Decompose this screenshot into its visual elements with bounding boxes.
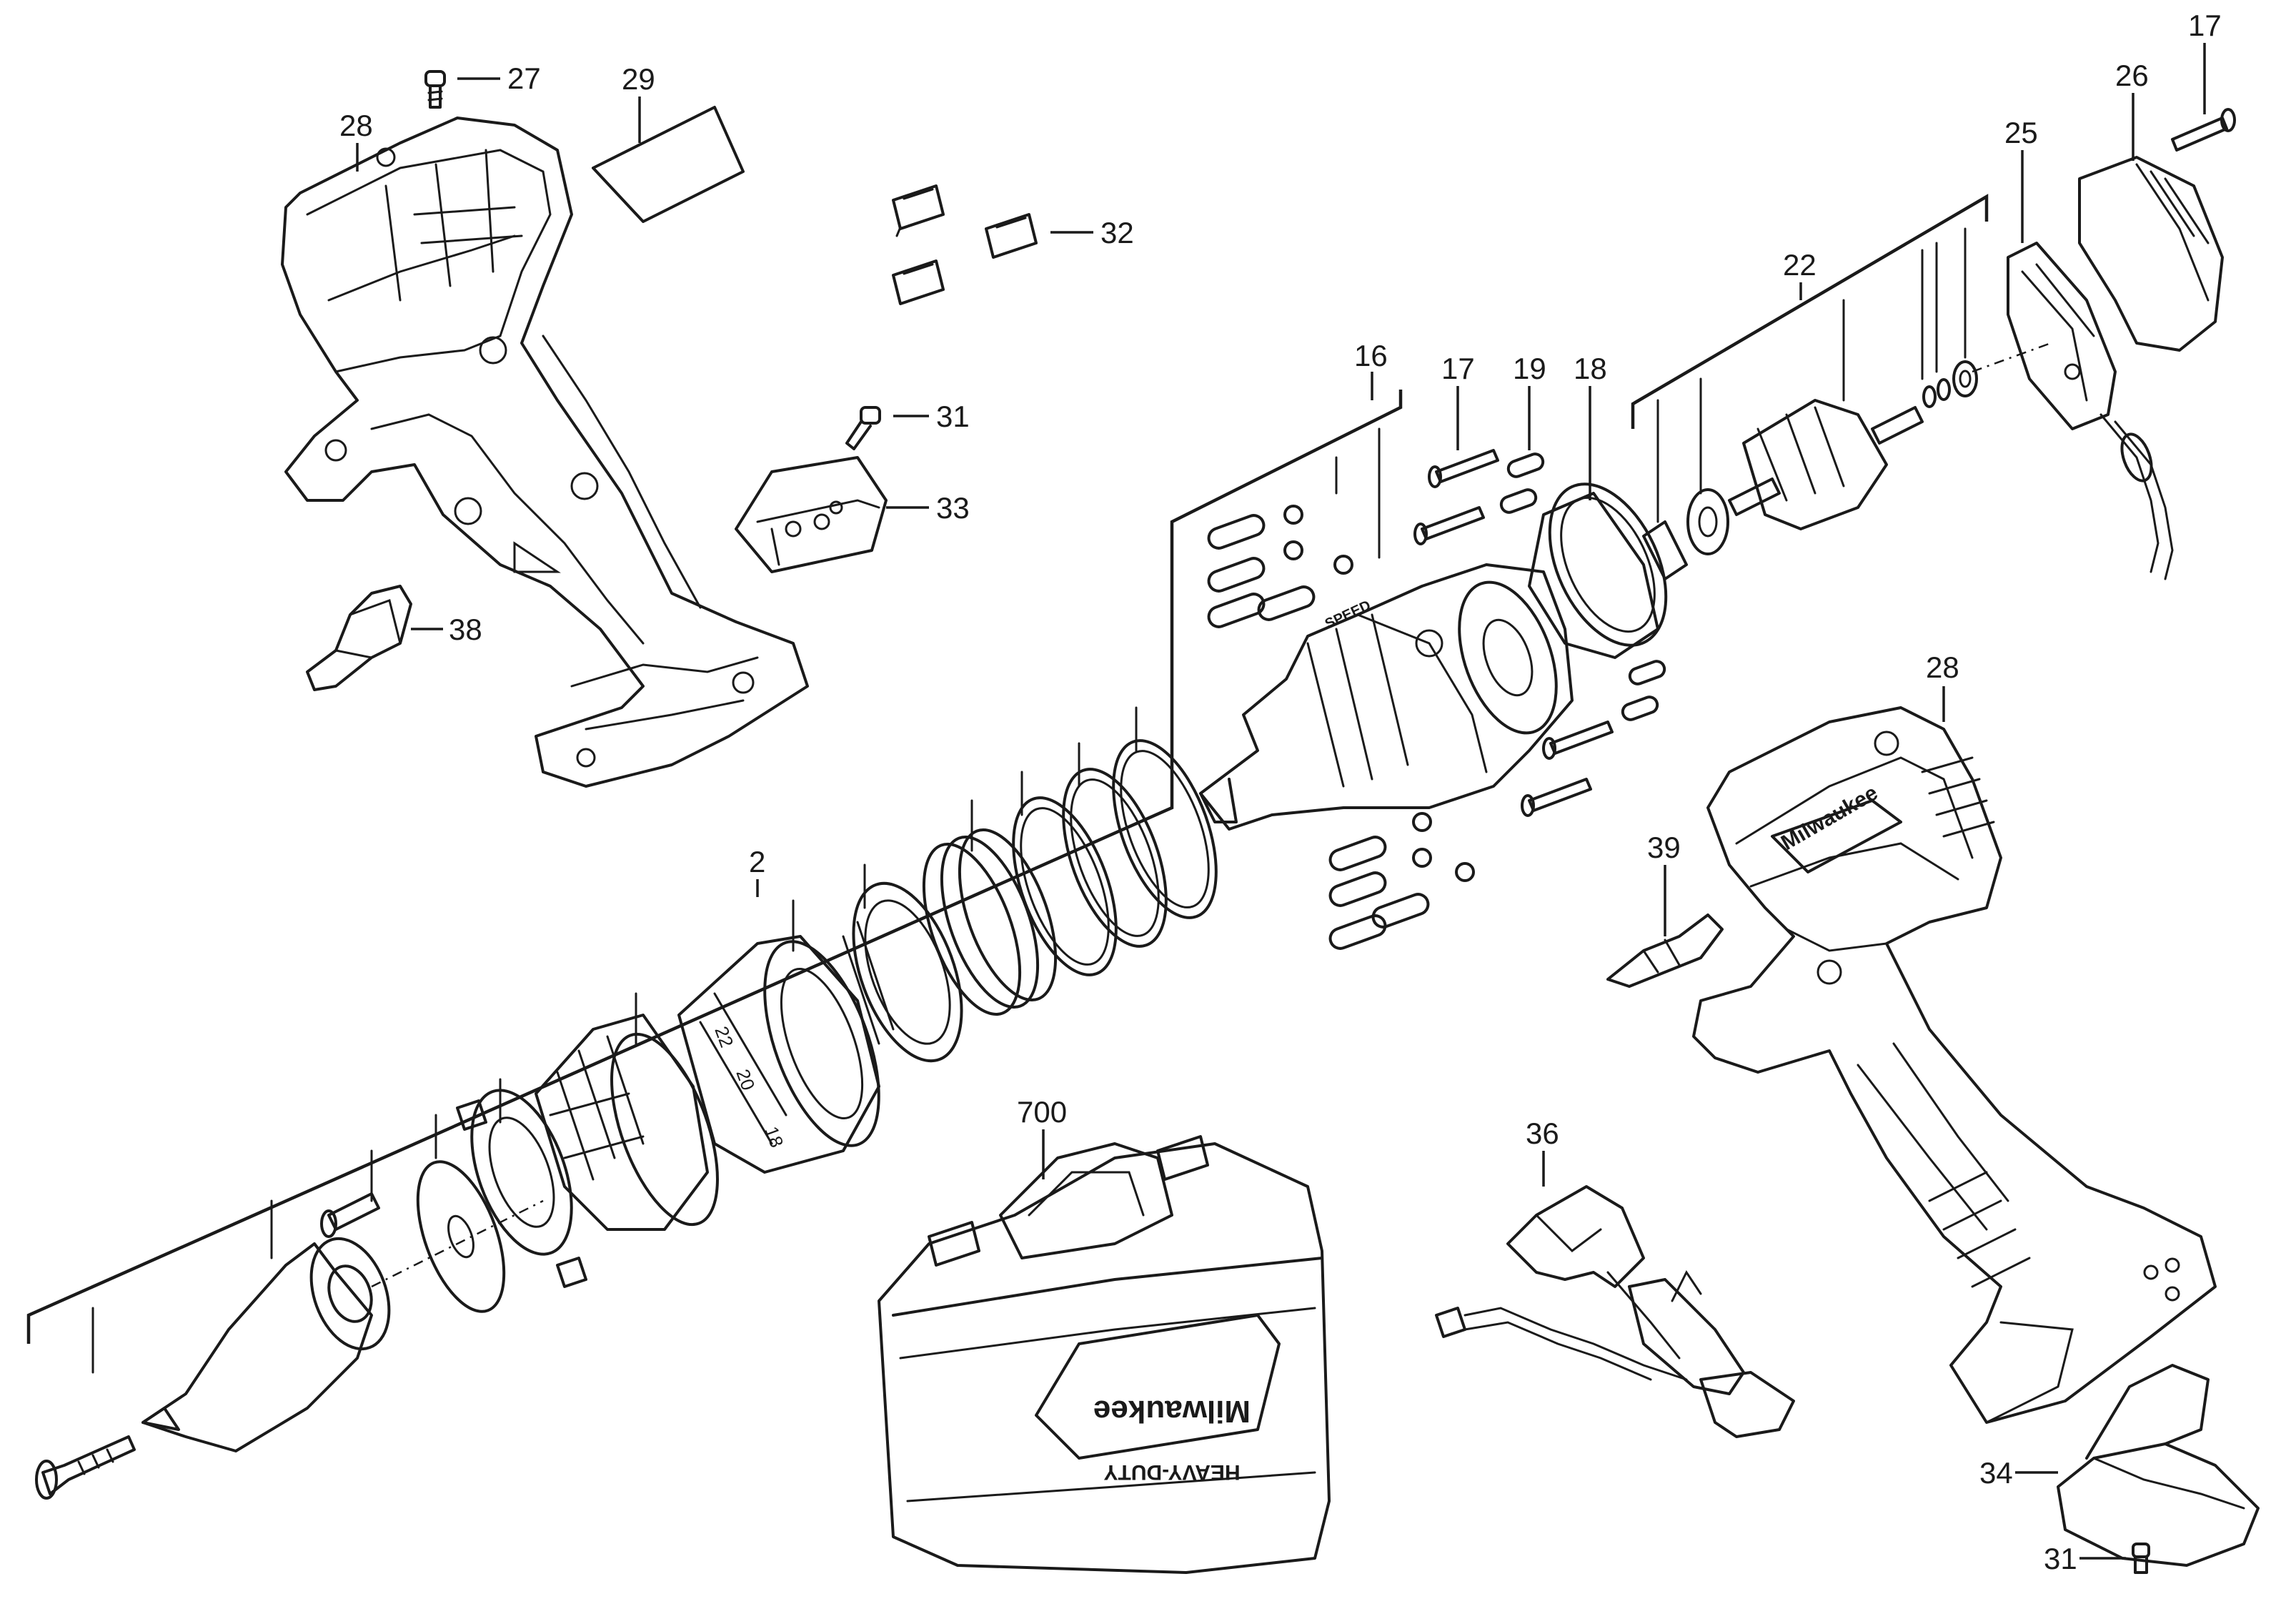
washer-disc xyxy=(416,1160,506,1313)
rear-cap-26 xyxy=(2078,156,2224,352)
latch-39 xyxy=(1606,914,1724,988)
callout-2: 2 xyxy=(749,845,765,878)
callout-28-right: 28 xyxy=(1926,650,1959,684)
gear-pins-upper xyxy=(1207,505,1353,628)
callout-34: 34 xyxy=(1979,1456,2013,1490)
clips-32 xyxy=(892,184,1038,305)
gearbox-badge: SPEED xyxy=(1323,598,1373,633)
bracket-2 xyxy=(26,390,1403,1344)
thrust-washers xyxy=(1012,739,1218,976)
dial-number-18: 18 xyxy=(760,1124,787,1150)
callout-17-mid: 17 xyxy=(1441,352,1475,385)
axis-line xyxy=(371,1199,544,1288)
reference-ticks xyxy=(91,427,1381,1374)
callout-18: 18 xyxy=(1574,352,1607,385)
clutch-ring xyxy=(456,1089,587,1288)
callout-29: 29 xyxy=(622,62,655,96)
case-brand: Milwaukee xyxy=(1093,1394,1251,1429)
chuck-screw xyxy=(35,1435,136,1500)
gearbox-16: SPEED xyxy=(1199,563,1574,831)
callout-33: 33 xyxy=(936,491,970,525)
battery-guide-33 xyxy=(735,456,888,573)
housing-brand: Milwaukee xyxy=(1777,781,1882,855)
electronics-board-25 xyxy=(2007,242,2174,580)
callout-26: 26 xyxy=(2115,59,2149,92)
carry-case-700: Milwaukee HEAVY-DUTY xyxy=(878,1135,1331,1574)
trigger-switch-36 xyxy=(1435,1185,1795,1438)
bracket-22 xyxy=(1631,194,1989,429)
screws-17-mid xyxy=(1413,449,1614,817)
motor-ring-18 xyxy=(1528,482,1668,659)
callout-19: 19 xyxy=(1513,352,1546,385)
clutch-cage xyxy=(535,1014,719,1231)
callout-700: 700 xyxy=(1017,1095,1067,1129)
clutch-screw xyxy=(320,1192,380,1238)
left-housing-half xyxy=(281,117,809,788)
battery-cover-34 xyxy=(2057,1364,2260,1567)
chuck xyxy=(141,1237,391,1452)
pins-19 xyxy=(1499,452,1666,721)
clutch-spring xyxy=(922,828,1058,1016)
callout-36: 36 xyxy=(1526,1116,1559,1150)
callout-17-top: 17 xyxy=(2188,9,2222,42)
screw-31-top xyxy=(845,406,881,450)
case-tagline: HEAVY-DUTY xyxy=(1103,1460,1240,1484)
callout-28-top: 28 xyxy=(339,109,373,142)
callout-39: 39 xyxy=(1647,831,1681,864)
direction-switch-38 xyxy=(306,585,412,691)
ring-nut xyxy=(842,881,963,1063)
screw-27 xyxy=(424,70,446,109)
callout-25: 25 xyxy=(2004,116,2038,149)
callout-31-top: 31 xyxy=(936,400,970,433)
callout-27: 27 xyxy=(507,61,541,95)
screw-17-top xyxy=(2171,108,2236,152)
motor-ticks xyxy=(1656,227,1967,523)
callout-22: 22 xyxy=(1783,248,1817,282)
callout-38: 38 xyxy=(449,613,482,646)
callout-32: 32 xyxy=(1100,216,1134,249)
axis-line-motor xyxy=(1972,342,2052,373)
screw-31-bottom xyxy=(2132,1543,2150,1574)
dial-number-20: 20 xyxy=(732,1066,759,1093)
right-housing-half: Milwaukee xyxy=(1692,706,2217,1424)
callout-16: 16 xyxy=(1354,339,1388,372)
gear-pins-lower xyxy=(1328,812,1475,950)
callout-31-bottom: 31 xyxy=(2044,1542,2077,1575)
label-plate-29 xyxy=(592,106,745,223)
motor-rotor-22 xyxy=(1642,360,1978,580)
